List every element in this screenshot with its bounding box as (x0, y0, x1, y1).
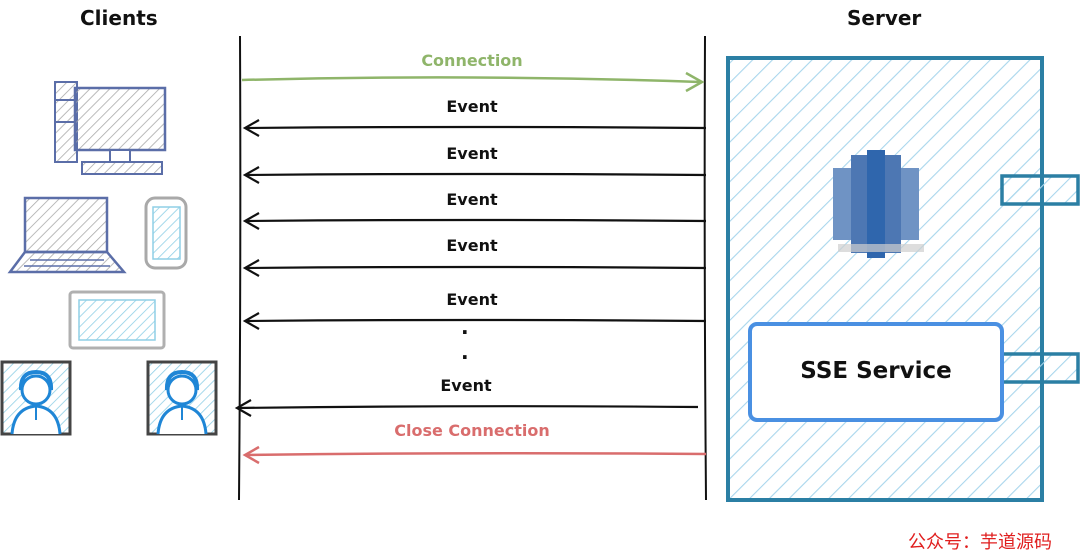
event-label: Event (446, 236, 498, 255)
watermark: 公众号：芋道源码 (908, 532, 1052, 553)
user-avatar-icon (0, 360, 72, 436)
event-label: Event (440, 376, 492, 395)
clients-heading: Clients (80, 6, 158, 30)
event-label: Event (446, 190, 498, 209)
event-arrow (242, 312, 707, 330)
client-lifeline (238, 35, 242, 501)
event-label: Event (446, 290, 498, 309)
event-arrow (234, 399, 699, 417)
laptop-icon (7, 196, 127, 274)
connection-label: Connection (421, 51, 523, 70)
server-lifeline (703, 35, 707, 501)
event-arrow (242, 212, 707, 230)
tablet-icon (68, 290, 166, 350)
desktop-icon (54, 81, 167, 175)
close-connection-arrow (242, 445, 707, 465)
ellipsis-dot: . (461, 315, 469, 339)
phone-icon (144, 196, 188, 270)
server-box (726, 56, 1080, 502)
sse-service-label: SSE Service (800, 358, 952, 384)
ellipsis-dot: . (461, 340, 469, 364)
close-connection-label: Close Connection (394, 421, 550, 440)
event-label: Event (446, 97, 498, 116)
user-avatar-icon (146, 360, 218, 436)
event-arrow (242, 119, 707, 137)
server-heading: Server (847, 6, 922, 30)
connection-arrow (241, 71, 705, 93)
event-arrow (242, 166, 707, 184)
sse-service-box (748, 322, 1004, 422)
event-arrow (242, 259, 707, 277)
database-icon (833, 150, 924, 258)
event-label: Event (446, 144, 498, 163)
